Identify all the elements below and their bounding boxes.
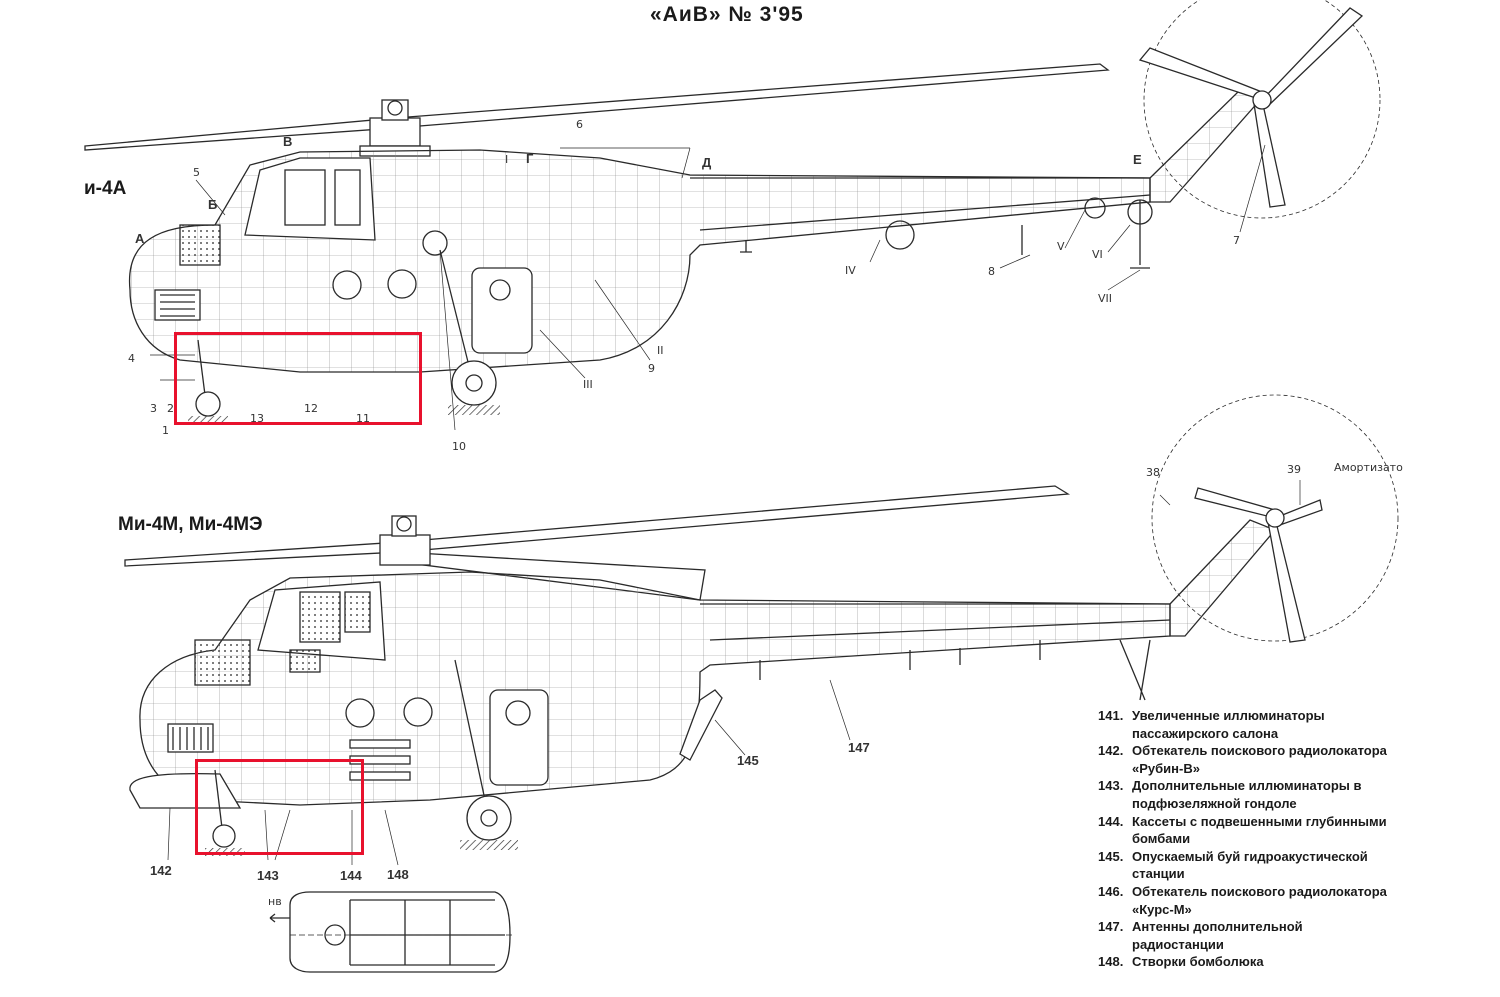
legend: 141.Увеличенные иллюминаторы пассажирско… (1098, 707, 1398, 971)
callout-12: 12 (304, 402, 318, 415)
callout-9: 9 (648, 362, 655, 375)
top-tail-rotor-blades (1138, 7, 1364, 208)
legend-item: 142.Обтекатель поискового радиолокатора … (1098, 743, 1387, 776)
callout-r5: V (1057, 240, 1065, 253)
bottom-main-rotor-blade (124, 485, 1071, 567)
bottom-helicopter (124, 394, 1399, 866)
legend-item: 143.Дополнительные иллюминаторы в подфюз… (1098, 778, 1362, 811)
highlight-box-bottom (195, 759, 364, 855)
callout-a: А (135, 231, 145, 246)
top-tail-rotor-disc (1143, 0, 1381, 219)
callout-142: 142 (150, 863, 172, 878)
callout-v: В (283, 134, 293, 149)
callout-11: 11 (356, 412, 370, 425)
callout-r6: VI (1092, 248, 1103, 261)
callout-d: Д (702, 155, 712, 170)
callout-e: Е (1133, 152, 1142, 167)
callout-amort: Амортизато (1334, 461, 1403, 474)
callout-r4: IV (845, 264, 856, 277)
top-main-rotor-blade (84, 63, 1110, 151)
callout-145: 145 (737, 753, 759, 768)
callout-b: Б (208, 197, 218, 212)
legend-item: 148.Створки бомболюка (1098, 954, 1264, 970)
top-main-gear (439, 249, 500, 415)
callout-4: 4 (128, 352, 135, 365)
callout-3: 3 (150, 402, 157, 415)
bottom-tail-fin (1169, 519, 1277, 637)
callout-39: 39 (1287, 463, 1301, 476)
callout-nv: нв (268, 895, 282, 908)
callout-6: 6 (576, 118, 583, 131)
top-tail-fin (1149, 89, 1262, 203)
bottom-tail-rotor-blades (1194, 487, 1323, 643)
callout-5: 5 (193, 166, 200, 179)
top-rotor-hub (359, 99, 431, 157)
radome-142 (129, 773, 242, 809)
callout-10: 10 (452, 440, 466, 453)
highlight-box-top (174, 332, 422, 425)
sonar-buoy-145 (679, 689, 723, 761)
legend-item: 146.Обтекатель поискового радиолокатора … (1098, 883, 1387, 917)
page-title: «АиВ» № 3'95 (650, 3, 804, 26)
legend-item: 144.Кассеты с подвешенными глубинными бо… (1098, 813, 1387, 847)
callout-r2: II (657, 344, 664, 357)
callout-r3: III (583, 378, 593, 391)
callout-g: Г (526, 151, 534, 166)
bottom-tail-rotor-disc (1151, 394, 1399, 642)
legend-item: 145.Опускаемый буй гидроакустической ста… (1098, 848, 1368, 882)
bottom-model-label: Ми-4М, Ми-4МЭ (118, 514, 263, 535)
callout-r7: VII (1098, 292, 1113, 305)
callout-148: 148 (387, 867, 409, 882)
callout-r1: I (505, 153, 509, 166)
legend-item: 141.Увеличенные иллюминаторы пассажирско… (1098, 708, 1325, 741)
callout-13: 13 (250, 412, 264, 425)
callout-7: 7 (1233, 234, 1240, 247)
callout-143: 143 (257, 868, 279, 883)
bottom-rotor-hub (379, 515, 431, 566)
callout-2: 2 (167, 402, 174, 415)
callout-144: 144 (340, 868, 362, 883)
callout-38: 38 (1146, 466, 1160, 479)
top-nose-gear (188, 339, 228, 424)
top-helicopter (84, 0, 1381, 431)
bomb-bay-plan (269, 891, 515, 973)
top-fuselage (128, 149, 1151, 373)
legend-item: 147.Антенны дополнительной радиостанции (1098, 919, 1303, 952)
callout-8: 8 (988, 265, 995, 278)
callout-147: 147 (848, 740, 870, 755)
bomb-cassettes-144 (349, 739, 411, 781)
callout-1: 1 (162, 424, 169, 437)
bottom-main-gear (454, 659, 518, 850)
top-model-label: и-4А (84, 178, 127, 199)
